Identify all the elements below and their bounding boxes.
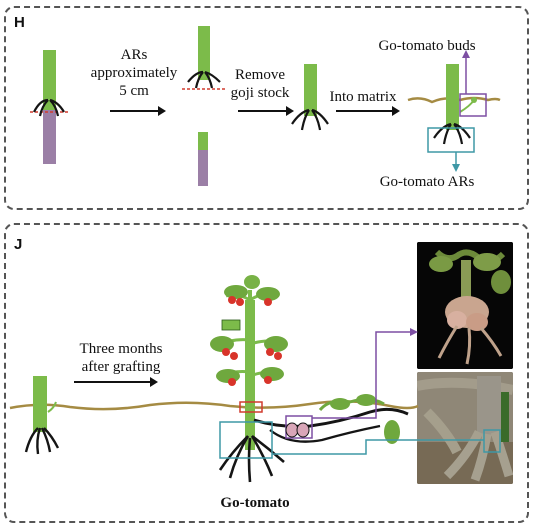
panel-h-label: H	[14, 14, 25, 31]
step1-line1: ARs	[120, 47, 148, 63]
j-step-line2: after grafting	[81, 359, 161, 375]
step2-line2: goji stock	[230, 85, 290, 101]
ar-photo-top	[417, 242, 513, 369]
panel-j	[4, 223, 529, 523]
plant-3-scion	[291, 64, 329, 131]
step1-line3: 5 cm	[119, 83, 149, 99]
connector-teal	[272, 429, 501, 455]
j-small-plant	[24, 376, 60, 455]
step1-line2: approximately	[90, 65, 178, 81]
step2-line1: Remove	[235, 67, 285, 83]
panel-j-label: J	[14, 236, 23, 253]
plant-label: Go-tomato	[220, 495, 290, 511]
plant-4-in-matrix	[407, 50, 501, 172]
connector-purple	[312, 328, 418, 419]
soil-line	[9, 400, 419, 411]
buds-label: Go-tomato buds	[378, 38, 476, 54]
plant-2-goji-stock	[198, 132, 208, 186]
panel-h	[4, 6, 529, 210]
ar-photo-bottom	[417, 372, 513, 484]
step3-text: Into matrix	[329, 89, 397, 105]
plant-1-grafted-cutting	[30, 50, 70, 164]
j-step-line1: Three months	[79, 341, 163, 357]
go-tomato-plant	[210, 275, 409, 483]
ar-photo-bottom-art	[417, 372, 513, 484]
ar-photo-top-art	[417, 242, 513, 369]
ars-label: Go-tomato ARs	[379, 174, 475, 190]
plant-2-scion	[182, 26, 226, 90]
